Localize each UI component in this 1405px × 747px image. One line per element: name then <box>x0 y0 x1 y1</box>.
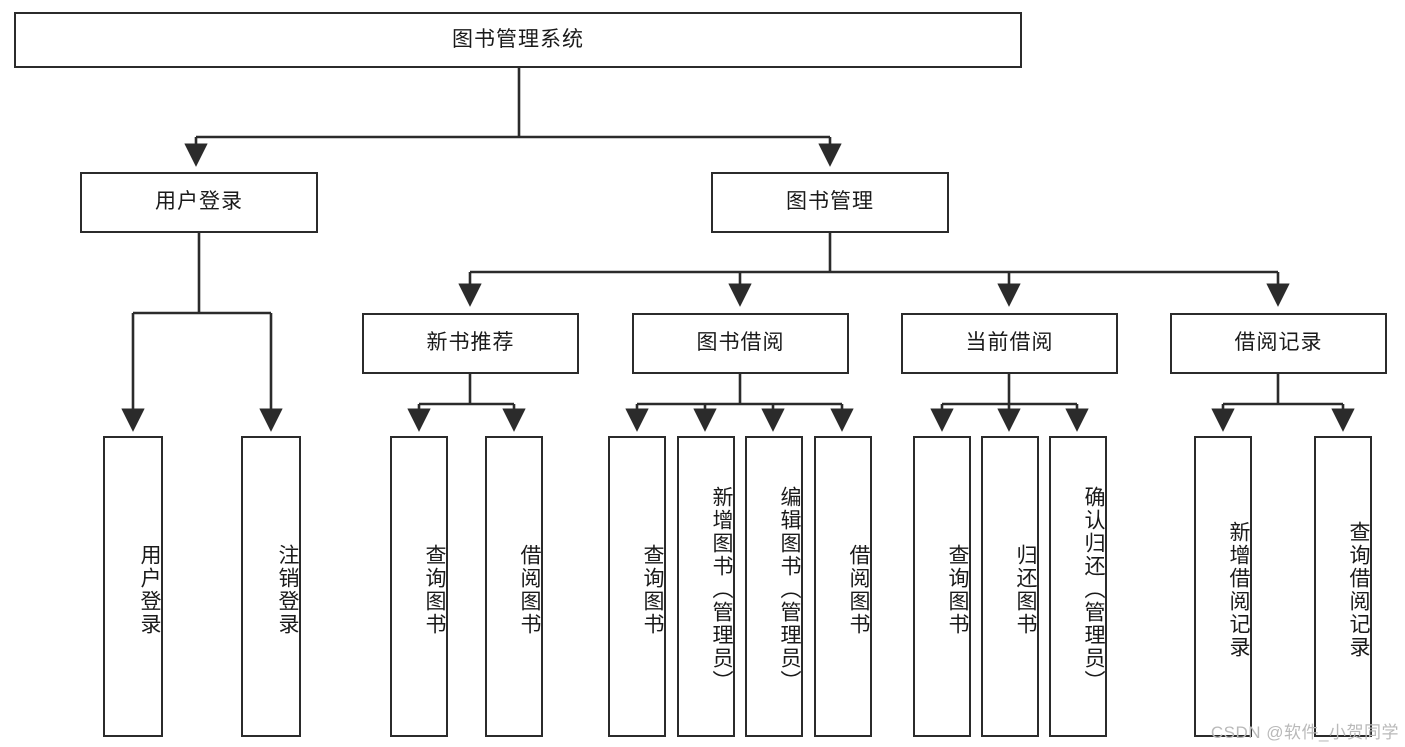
node-label: 借阅图书 <box>847 543 870 636</box>
node-label: 新增借阅记录 <box>1227 520 1250 659</box>
node-label: 借阅记录 <box>1234 331 1323 355</box>
leaf-book-borrow-query[interactable]: 查询图书 <box>608 436 666 737</box>
node-label: 确认归还（管理员） <box>1082 486 1105 693</box>
node-root-library-system[interactable]: 图书管理系统 <box>14 12 1022 68</box>
leaf-book-borrow-borrow[interactable]: 借阅图书 <box>814 436 872 737</box>
leaf-user-login-login[interactable]: 用户登录 <box>103 436 163 737</box>
node-book-management[interactable]: 图书管理 <box>711 172 949 233</box>
leaf-new-book-borrow[interactable]: 借阅图书 <box>485 436 543 737</box>
leaf-book-borrow-edit[interactable]: 编辑图书（管理员） <box>745 436 803 737</box>
node-label: 用户登录 <box>155 190 243 214</box>
leaf-borrow-record-query[interactable]: 查询借阅记录 <box>1314 436 1372 737</box>
leaf-current-borrow-confirm-return[interactable]: 确认归还（管理员） <box>1049 436 1107 737</box>
node-label: 归还图书 <box>1014 543 1037 636</box>
node-new-book-recommend[interactable]: 新书推荐 <box>362 313 579 374</box>
node-label: 编辑图书（管理员） <box>778 486 801 693</box>
leaf-user-login-logout[interactable]: 注销登录 <box>241 436 301 737</box>
node-label: 借阅图书 <box>518 543 541 636</box>
node-label: 新书推荐 <box>426 331 515 355</box>
node-label: 查询借阅记录 <box>1347 520 1370 659</box>
node-label: 当前借阅 <box>965 331 1054 355</box>
leaf-current-borrow-query[interactable]: 查询图书 <box>913 436 971 737</box>
node-label: 查询图书 <box>946 543 969 636</box>
leaf-book-borrow-add[interactable]: 新增图书（管理员） <box>677 436 735 737</box>
node-user-login[interactable]: 用户登录 <box>80 172 318 233</box>
node-borrow-record[interactable]: 借阅记录 <box>1170 313 1387 374</box>
leaf-borrow-record-add[interactable]: 新增借阅记录 <box>1194 436 1252 737</box>
csdn-watermark: CSDN @软件_小贺同学 <box>1210 723 1399 742</box>
node-label: 图书管理 <box>786 190 874 214</box>
leaf-current-borrow-return[interactable]: 归还图书 <box>981 436 1039 737</box>
node-label: 注销登录 <box>276 543 299 636</box>
node-label: 查询图书 <box>423 543 446 636</box>
leaf-new-book-query[interactable]: 查询图书 <box>390 436 448 737</box>
node-label: 新增图书（管理员） <box>710 486 733 693</box>
node-label: 图书借阅 <box>696 331 785 355</box>
node-label: 图书管理系统 <box>452 27 584 51</box>
node-current-borrow[interactable]: 当前借阅 <box>901 313 1118 374</box>
node-label: 用户登录 <box>138 543 161 636</box>
node-label: 查询图书 <box>641 543 664 636</box>
node-book-borrow[interactable]: 图书借阅 <box>632 313 849 374</box>
